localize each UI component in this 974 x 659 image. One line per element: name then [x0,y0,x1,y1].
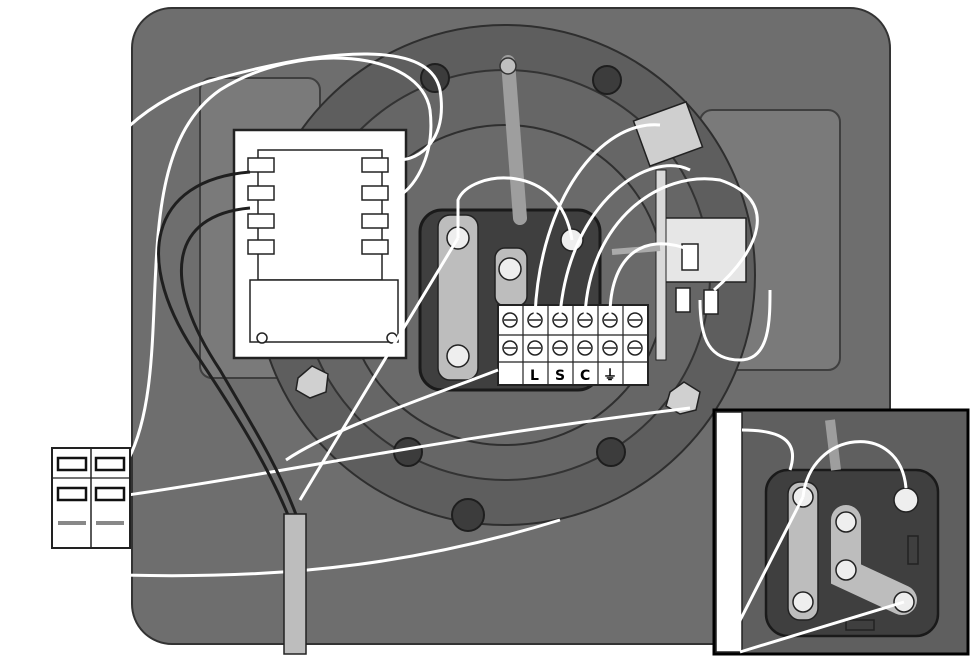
terminal-block: L S C ⏚ [497,304,649,386]
relay-components [611,100,747,361]
inset-detail [712,408,970,656]
sensor-probe [501,55,527,225]
terminal-label-s: S [555,368,565,384]
plate-nuts [295,365,701,415]
wires-white [24,52,772,578]
thermostat [232,128,408,360]
cable-entry [283,513,307,655]
terminal-label-earth: ⏚ [603,368,617,384]
terminal-label-l: L [530,368,539,384]
wires-dark [157,170,300,521]
element-terminals [446,226,584,368]
probe-screw [499,57,517,75]
connector-block [51,447,131,549]
terminal-label-c: C [580,368,590,384]
